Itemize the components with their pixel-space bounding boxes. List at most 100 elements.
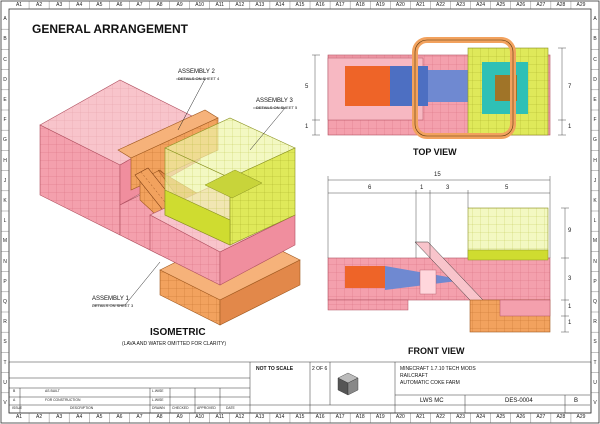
front-dim-right-3: 1 bbox=[568, 304, 572, 310]
grid-row-label: K bbox=[3, 197, 7, 204]
sheet-title: GENERAL ARRANGEMENT bbox=[32, 22, 189, 36]
top-dim-left: 5 bbox=[305, 84, 309, 90]
grid-col-label: A6 bbox=[116, 2, 123, 8]
front-dim-overall: 15 bbox=[434, 172, 441, 178]
grid-row-label: T bbox=[593, 359, 597, 366]
front-dim-right-4: 1 bbox=[568, 320, 572, 326]
grid-col-label: A5 bbox=[96, 2, 103, 8]
grid-col-label: A10 bbox=[195, 2, 205, 8]
grid-col-label: A21 bbox=[415, 2, 425, 8]
drawing-title: AUTOMATIC COKE FARM bbox=[400, 380, 460, 386]
rev-a-description: FOR CONSTRUCTION bbox=[45, 398, 81, 402]
grid-row-label: K bbox=[593, 197, 597, 204]
grid-col-label: A21 bbox=[415, 414, 425, 420]
company-name: LWS MC bbox=[420, 398, 444, 404]
grid-row-label: S bbox=[593, 339, 597, 346]
grid-row-label: C bbox=[593, 56, 597, 63]
header-approved: APPROVED bbox=[197, 406, 216, 410]
grid-col-label: A22 bbox=[436, 414, 445, 420]
callout-assembly-1: ASSEMBLY 1 DETAILS ON SHEET 3 bbox=[92, 296, 134, 308]
grid-row-label: L bbox=[3, 218, 7, 225]
top-view-label: TOP VIEW bbox=[413, 147, 457, 157]
grid-row-label: U bbox=[3, 379, 7, 386]
grid-row-label: M bbox=[592, 238, 598, 245]
front-dim-seg-3: 3 bbox=[446, 185, 450, 191]
top-dim-right: 7 bbox=[568, 84, 572, 90]
grid-row-label: L bbox=[593, 218, 597, 225]
grid-col-label: A15 bbox=[295, 2, 305, 8]
revision-letter: B bbox=[574, 398, 579, 404]
grid-row-label: D bbox=[593, 76, 597, 83]
front-dim-right-1: 9 bbox=[568, 228, 572, 234]
grid-row-label: Q bbox=[3, 298, 7, 305]
grid-row-label: J bbox=[3, 177, 7, 184]
grid-col-label: A4 bbox=[76, 2, 83, 8]
grid-col-label: A20 bbox=[395, 2, 405, 8]
grid-col-label: A26 bbox=[516, 2, 526, 8]
grid-col-label: A2 bbox=[36, 2, 43, 8]
grid-row-label: C bbox=[3, 56, 7, 63]
grid-col-label: A23 bbox=[456, 2, 465, 8]
header-date: DATE bbox=[226, 406, 235, 410]
grid-col-label: A24 bbox=[476, 2, 486, 8]
grid-col-label: A11 bbox=[215, 2, 224, 8]
grid-col-label: A27 bbox=[536, 2, 546, 8]
grid-col-label: A28 bbox=[556, 414, 566, 420]
front-dim-seg-1: 6 bbox=[368, 185, 372, 191]
front-dim-right-2: 3 bbox=[568, 276, 572, 282]
grid-col-label: A12 bbox=[235, 414, 245, 420]
isometric-note: (LAVA AND WATER OMITTED FOR CLARITY) bbox=[122, 341, 226, 347]
front-view-label: FRONT VIEW bbox=[408, 346, 465, 356]
isometric-view bbox=[39, 78, 301, 326]
scale-note: NOT TO SCALE bbox=[256, 366, 294, 372]
grid-col-label: A12 bbox=[235, 2, 245, 8]
grid-row-label: A bbox=[3, 16, 7, 23]
mod-name: RAILCRAFT bbox=[400, 373, 428, 379]
grid-col-label: A10 bbox=[195, 414, 205, 420]
grid-col-label: A13 bbox=[255, 414, 265, 420]
grid-col-label: A19 bbox=[375, 414, 385, 420]
grid-row-label: G bbox=[3, 137, 7, 144]
grid-row-label: H bbox=[593, 157, 597, 164]
grid-col-label: A14 bbox=[275, 414, 285, 420]
grid-row-label: N bbox=[3, 258, 7, 265]
grid-row-label: A bbox=[593, 16, 597, 23]
grid-row-label: G bbox=[593, 137, 597, 144]
grid-row-label: E bbox=[3, 96, 7, 103]
grid-col-label: A29 bbox=[576, 414, 586, 420]
grid-row-label: H bbox=[3, 157, 7, 164]
grid-row-label: B bbox=[3, 36, 7, 43]
grid-row-label: E bbox=[593, 96, 597, 103]
grid-col-label: A16 bbox=[315, 414, 325, 420]
grid-row-label: J bbox=[593, 177, 597, 184]
grid-col-label: A28 bbox=[556, 2, 566, 8]
title-block-lines bbox=[8, 361, 592, 414]
grid-col-label: A14 bbox=[275, 2, 285, 8]
grid-col-label: A29 bbox=[576, 2, 586, 8]
grid-col-label: A15 bbox=[295, 414, 305, 420]
grid-row-label: P bbox=[3, 278, 7, 285]
grid-col-label: A5 bbox=[96, 414, 103, 420]
grid-col-label: A23 bbox=[456, 414, 465, 420]
front-dim-seg-4: 5 bbox=[505, 185, 509, 191]
top-view bbox=[312, 37, 566, 139]
grid-col-label: A2 bbox=[36, 414, 43, 420]
grid-col-label: A6 bbox=[116, 414, 123, 420]
grid-col-label: A4 bbox=[76, 414, 83, 420]
grid-row-label: P bbox=[593, 278, 597, 285]
rev-b-description: AS BUILT bbox=[45, 389, 60, 393]
grid-col-label: A19 bbox=[375, 2, 385, 8]
grid-col-label: A9 bbox=[176, 2, 183, 8]
grid-row-label: T bbox=[3, 359, 7, 366]
grid-row-label: M bbox=[2, 238, 8, 245]
grid-col-label: A25 bbox=[496, 414, 506, 420]
grid-col-label: A8 bbox=[156, 2, 163, 8]
rev-b-issue: B bbox=[13, 389, 16, 393]
grid-col-label: A24 bbox=[476, 414, 486, 420]
grid-row-label: S bbox=[3, 339, 7, 346]
grid-col-label: A18 bbox=[355, 414, 365, 420]
grid-row-label: F bbox=[3, 117, 7, 124]
grid-row-label: V bbox=[593, 399, 597, 406]
grid-col-label: A8 bbox=[156, 414, 163, 420]
